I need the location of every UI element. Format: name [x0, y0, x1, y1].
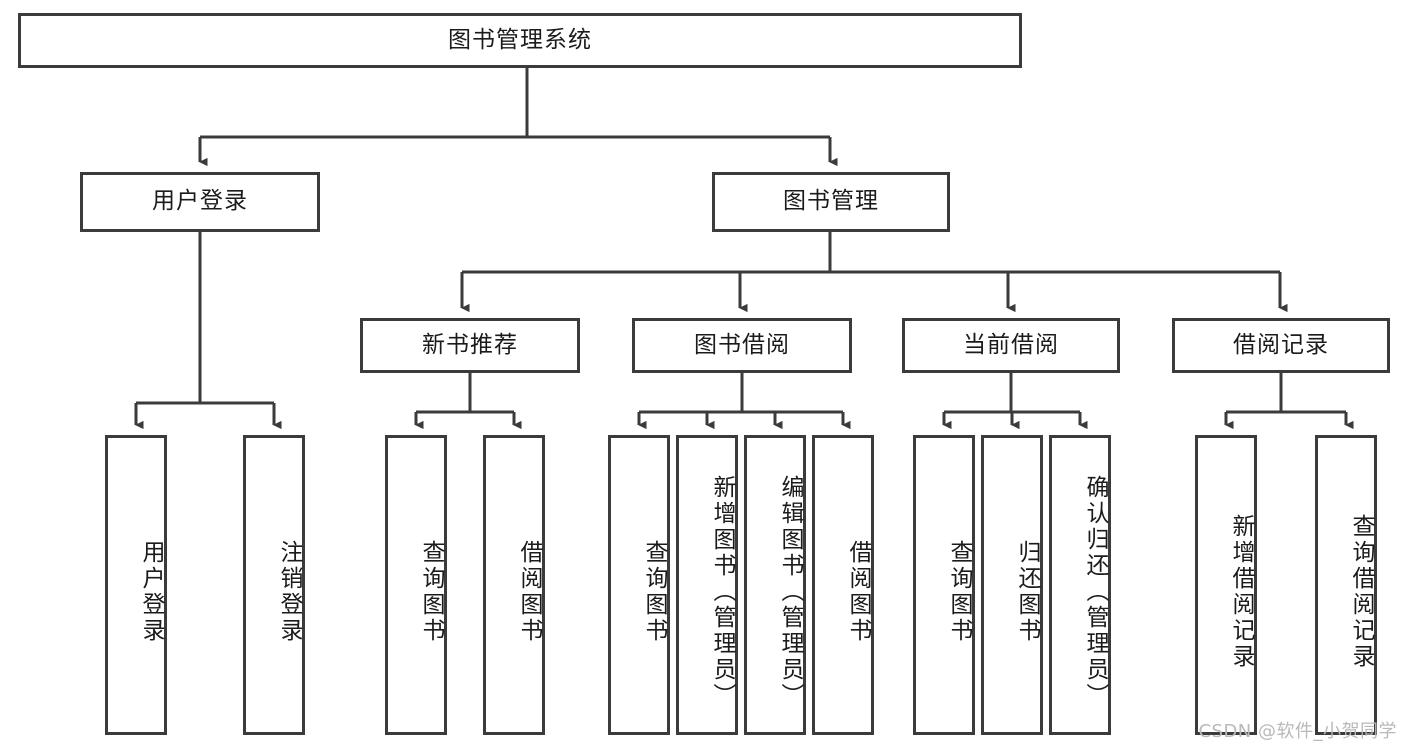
node-leaf-user-login-label: 用户登录 [138, 540, 164, 644]
node-book-manage[interactable]: 图书管理 [712, 172, 950, 232]
node-leaf-borrow-query[interactable]: 查询图书 [608, 435, 670, 735]
node-book-manage-label: 图书管理 [783, 188, 879, 215]
node-book-borrow-label: 图书借阅 [694, 331, 790, 358]
node-borrow-record-label: 借阅记录 [1233, 331, 1329, 358]
node-borrow-record[interactable]: 借阅记录 [1172, 318, 1390, 373]
node-new-book-rec[interactable]: 新书推荐 [360, 318, 580, 373]
node-leaf-borrow-add[interactable]: 新增图书（管理员） [676, 435, 738, 735]
node-leaf-borrow-edit-label: 编辑图书（管理员） [777, 475, 803, 709]
node-root-label: 图书管理系统 [448, 26, 592, 53]
node-leaf-cur-query-label: 查询图书 [946, 540, 972, 644]
node-current-borrow-label: 当前借阅 [963, 331, 1059, 358]
node-leaf-rec-query2[interactable]: 查询借阅记录 [1315, 435, 1377, 735]
node-leaf-rec-query2-label: 查询借阅记录 [1348, 514, 1374, 670]
node-root[interactable]: 图书管理系统 [18, 13, 1022, 68]
node-leaf-user-logout-label: 注销登录 [276, 540, 302, 644]
node-leaf-cur-query[interactable]: 查询图书 [913, 435, 975, 735]
node-leaf-user-login[interactable]: 用户登录 [105, 435, 167, 735]
node-leaf-rec-add-label: 新增借阅记录 [1228, 514, 1254, 670]
node-leaf-cur-confirm[interactable]: 确认归还（管理员） [1049, 435, 1111, 735]
node-leaf-cur-return-label: 归还图书 [1014, 540, 1040, 644]
node-leaf-user-logout[interactable]: 注销登录 [243, 435, 305, 735]
node-leaf-cur-return[interactable]: 归还图书 [981, 435, 1043, 735]
node-current-borrow[interactable]: 当前借阅 [902, 318, 1120, 373]
node-leaf-rec-borrow[interactable]: 借阅图书 [483, 435, 545, 735]
node-leaf-cur-confirm-label: 确认归还（管理员） [1082, 475, 1108, 709]
node-leaf-borrow-edit[interactable]: 编辑图书（管理员） [744, 435, 806, 735]
node-leaf-borrow-add-label: 新增图书（管理员） [709, 475, 735, 709]
node-leaf-rec-query[interactable]: 查询图书 [385, 435, 447, 735]
node-leaf-rec-borrow-label: 借阅图书 [516, 540, 542, 644]
node-book-borrow[interactable]: 图书借阅 [632, 318, 852, 373]
watermark: CSDN @软件_小贺同学 [1198, 721, 1397, 742]
node-user-login-label: 用户登录 [152, 188, 248, 215]
node-leaf-rec-query-label: 查询图书 [418, 540, 444, 644]
node-leaf-borrow-lend-label: 借阅图书 [845, 540, 871, 644]
node-user-login[interactable]: 用户登录 [80, 172, 320, 232]
node-leaf-borrow-lend[interactable]: 借阅图书 [812, 435, 874, 735]
node-leaf-rec-add[interactable]: 新增借阅记录 [1195, 435, 1257, 735]
node-leaf-borrow-query-label: 查询图书 [641, 540, 667, 644]
node-new-book-rec-label: 新书推荐 [422, 331, 518, 358]
